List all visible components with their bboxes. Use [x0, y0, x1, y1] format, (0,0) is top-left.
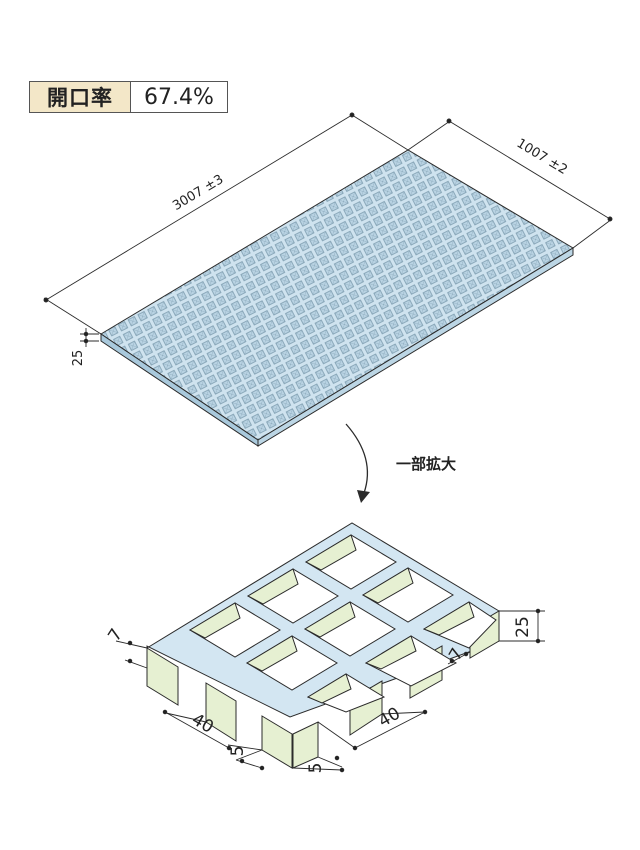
height-label: 25 [71, 350, 86, 367]
detail-grating [146, 522, 500, 769]
opening-row-1 [188, 534, 397, 658]
overall-panel [100, 149, 574, 447]
open-area-badge: 開口率 67.4% [29, 81, 228, 113]
zoom-caption: 一部拡大 [396, 455, 456, 473]
width-label: 1007 ±2 [514, 136, 570, 178]
opening-row-2 [245, 567, 454, 691]
detail-bottom-left-label: 5 [228, 746, 248, 757]
height-dimension [80, 328, 99, 347]
open-area-value: 67.4% [131, 82, 227, 112]
detail-bottom-right-label: 5 [306, 763, 326, 774]
opening-row-3 [306, 601, 497, 713]
detail-dimensions [115, 608, 545, 773]
detail-height-label: 25 [513, 616, 533, 638]
detail-openings [188, 534, 497, 713]
width-dimension [407, 118, 613, 249]
detail-bar-top-label: 7 [104, 625, 127, 645]
open-area-label: 開口率 [30, 82, 131, 112]
panel-right-edge [257, 247, 574, 447]
length-dimension [43, 112, 409, 335]
zoom-arrow [345, 423, 370, 503]
